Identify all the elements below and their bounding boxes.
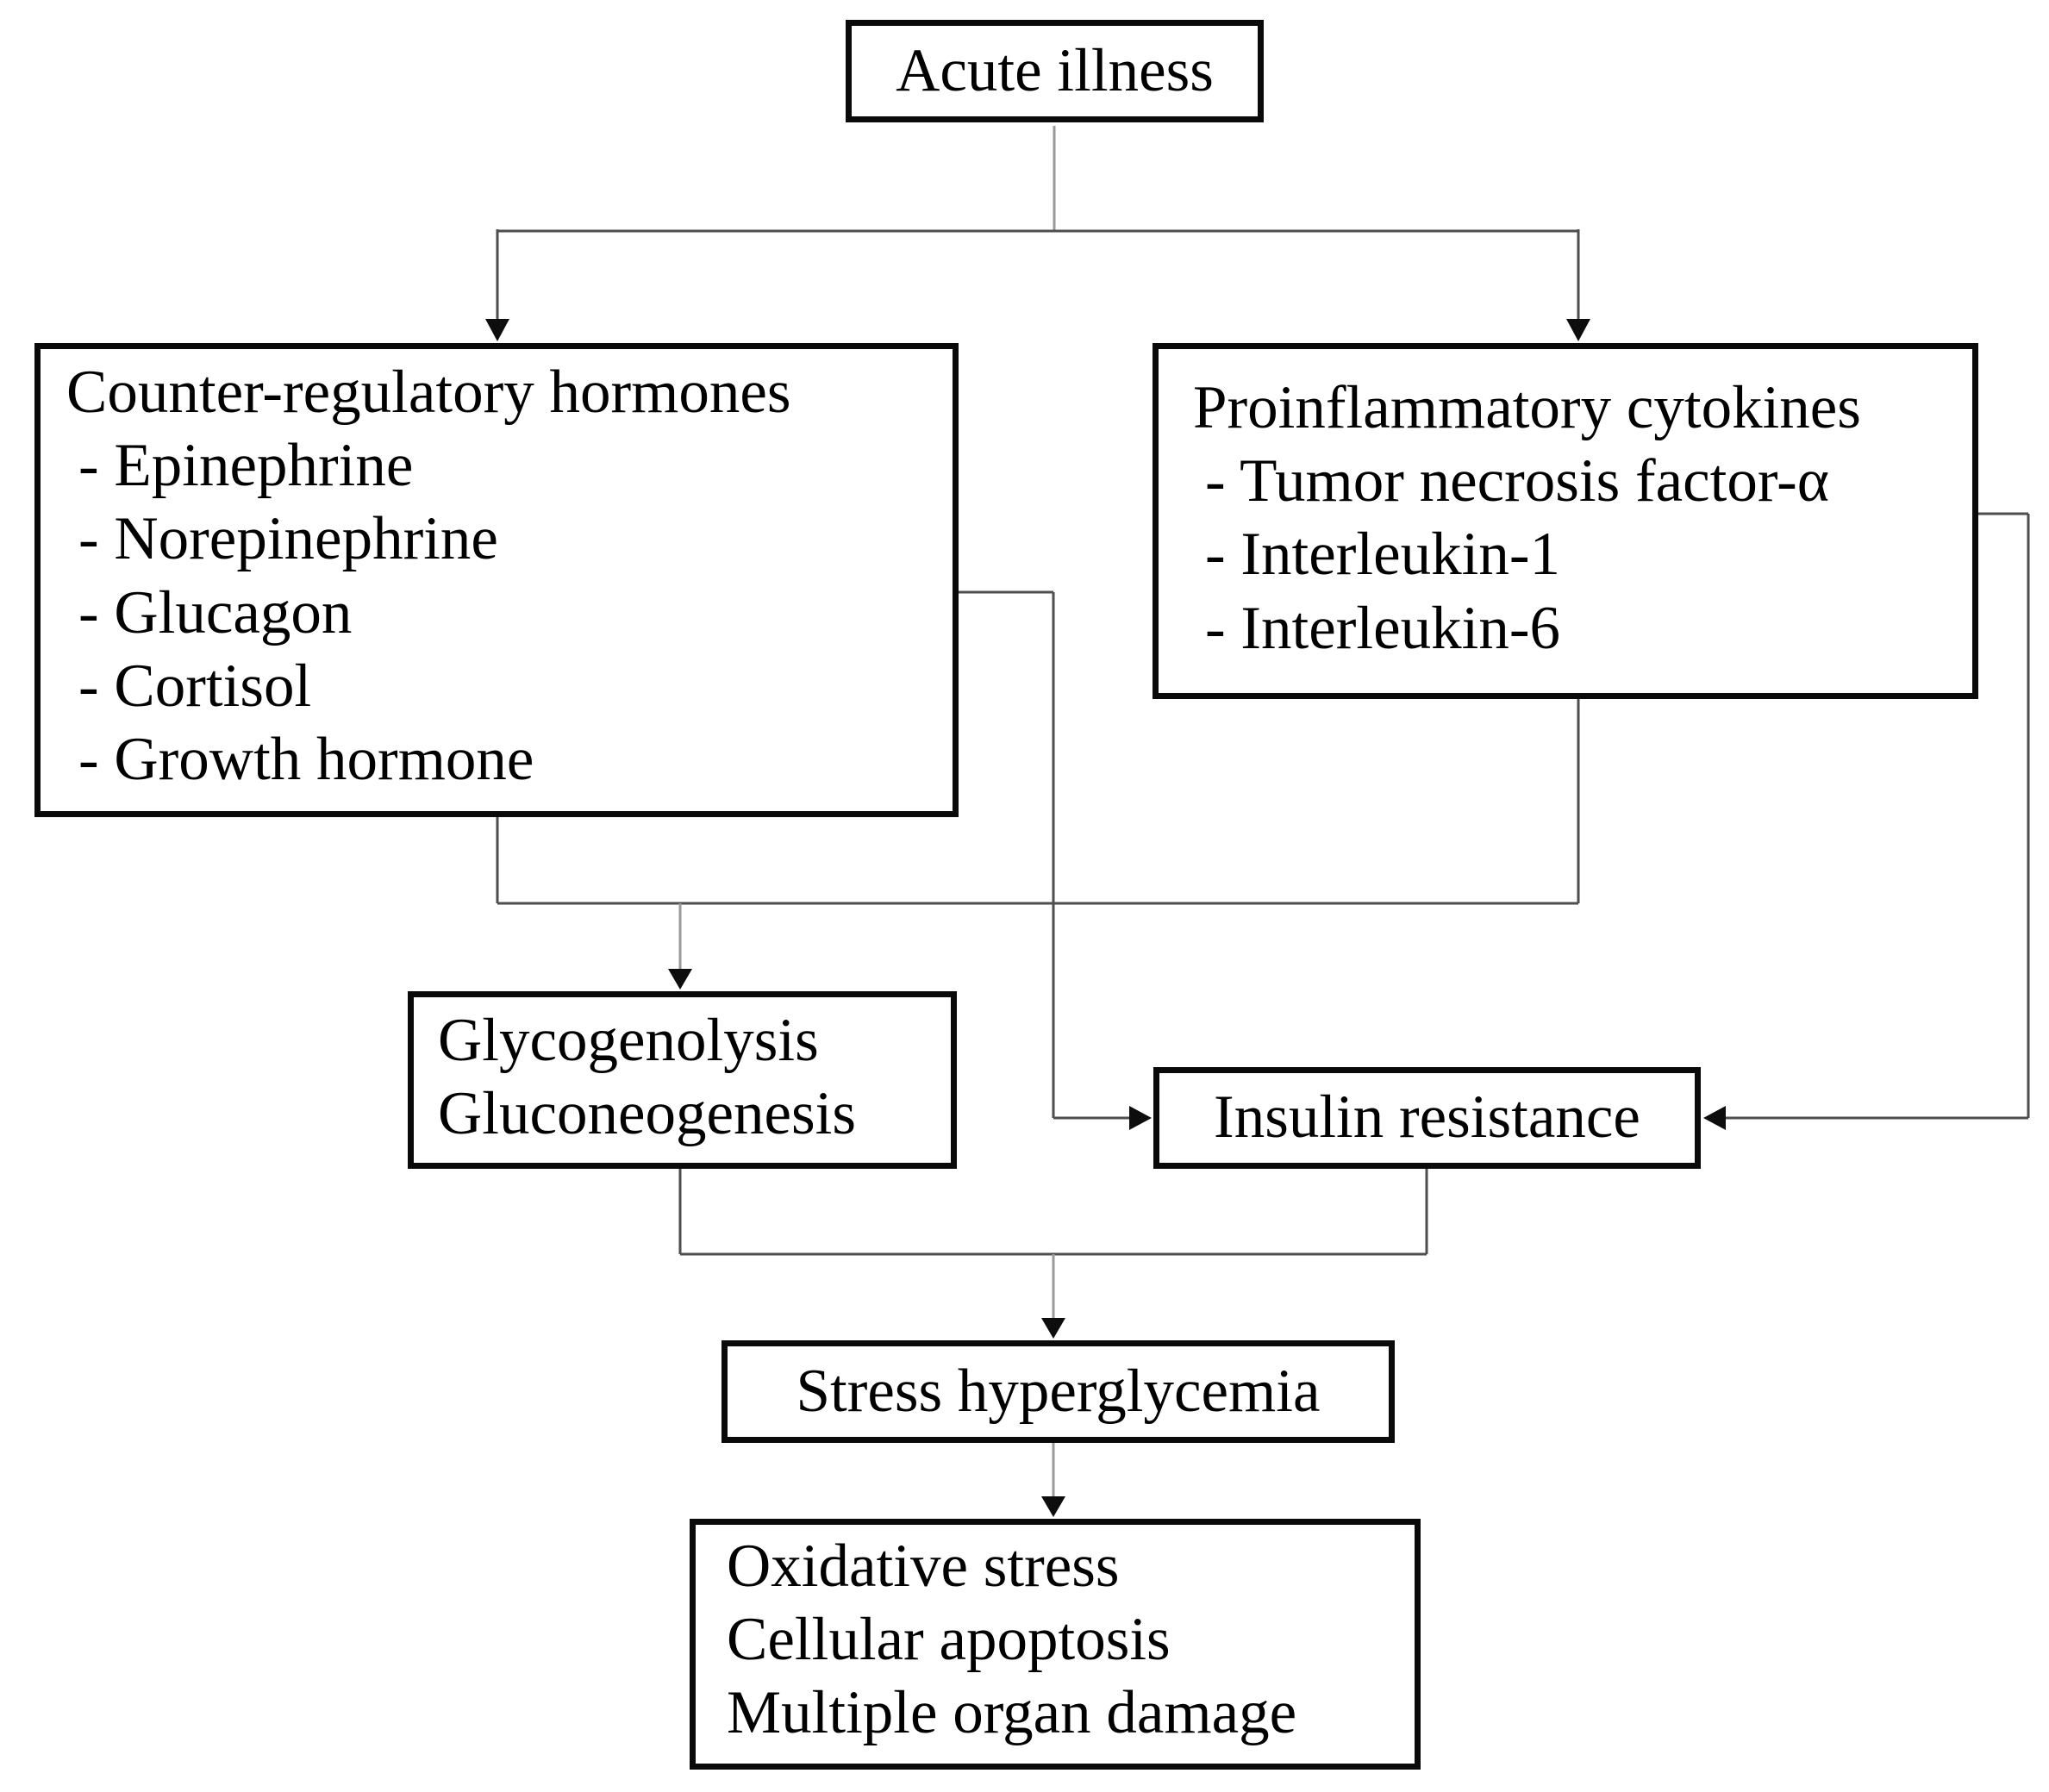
arrowhead-into-counter-box	[485, 319, 509, 341]
arrowhead-into-glycogenolysis	[668, 969, 692, 990]
node-acute-illness: Acute illness	[846, 20, 1264, 122]
node-glycogenolysis-gluconeogenesis: Glycogenolysis Gluconeogenesis	[408, 991, 957, 1169]
proinflammatory-title: Proinflammatory cytokines	[1193, 374, 1861, 441]
outcome-multiple-organ-damage: Multiple organ damage	[727, 1679, 1297, 1747]
insulin-resistance-label: Insulin resistance	[1214, 1083, 1640, 1152]
outcome-cellular-apoptosis: Cellular apoptosis	[727, 1606, 1171, 1674]
node-counter-regulatory-hormones: Counter-regulatory hormones - Epinephrin…	[34, 343, 959, 817]
arrowhead-into-outcomes	[1041, 1496, 1065, 1517]
node-outcomes: Oxidative stress Cellular apoptosis Mult…	[690, 1519, 1421, 1770]
stress-hyperglycemia-label: Stress hyperglycemia	[796, 1357, 1321, 1425]
arrowhead-into-insulin-right	[1703, 1106, 1726, 1130]
cytokine-item-interleukin-1: - Interleukin-1	[1205, 521, 1561, 589]
counter-item-growth-hormone: - Growth hormone	[78, 725, 534, 793]
node-stress-hyperglycemia: Stress hyperglycemia	[722, 1340, 1395, 1443]
counter-item-epinephrine: - Epinephrine	[78, 432, 414, 500]
cytokine-item-tnf-alpha: - Tumor necrosis factor-α	[1205, 447, 1829, 515]
gluconeogenesis-line: Gluconeogenesis	[438, 1080, 857, 1148]
counter-item-glucagon: - Glucagon	[78, 578, 353, 646]
arrowhead-into-insulin-left	[1129, 1106, 1152, 1130]
outcome-oxidative-stress: Oxidative stress	[727, 1533, 1120, 1600]
node-insulin-resistance: Insulin resistance	[1153, 1067, 1701, 1169]
cytokine-item-interleukin-6: - Interleukin-6	[1205, 594, 1561, 662]
node-proinflammatory-cytokines: Proinflammatory cytokines - Tumor necros…	[1153, 343, 1978, 699]
counter-item-norepinephrine: - Norepinephrine	[78, 505, 498, 573]
arrowhead-into-proinflammatory-box	[1566, 319, 1590, 341]
acute-illness-label: Acute illness	[896, 36, 1214, 104]
counter-regulatory-title: Counter-regulatory hormones	[66, 359, 791, 426]
arrowhead-into-stress	[1041, 1318, 1065, 1339]
glycogenolysis-line: Glycogenolysis	[438, 1007, 819, 1074]
counter-item-cortisol: - Cortisol	[78, 652, 312, 720]
